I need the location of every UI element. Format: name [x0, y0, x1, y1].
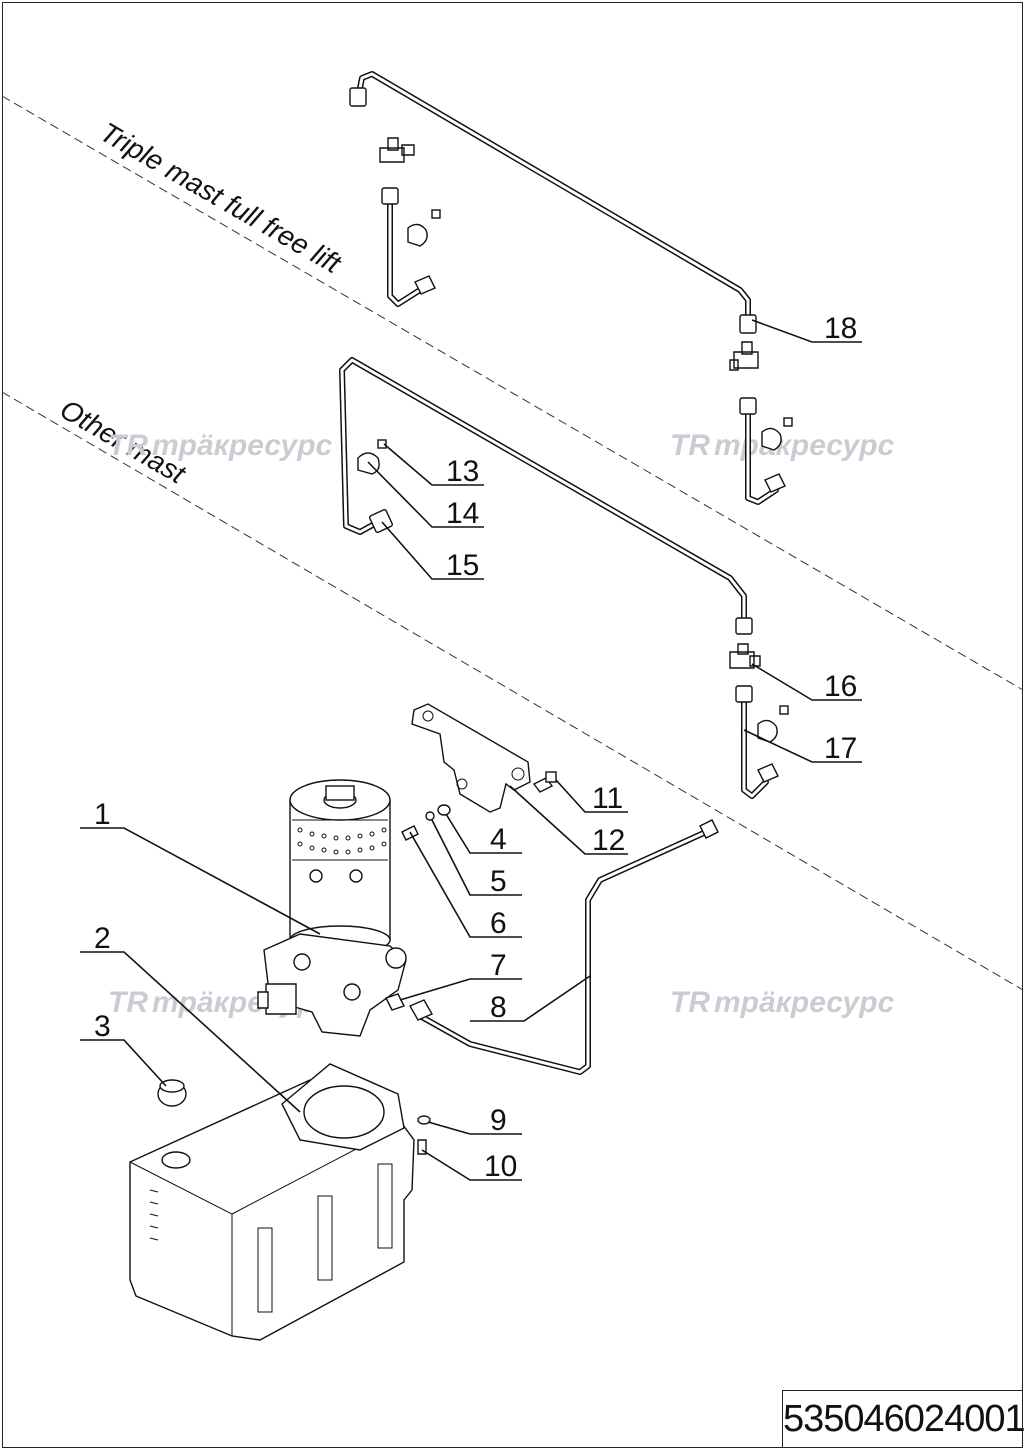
fitting	[385, 993, 405, 1011]
part-number-13: 13	[446, 455, 479, 488]
part-number-1: 1	[94, 798, 111, 831]
power-unit	[257, 779, 407, 1037]
part-number-7: 7	[490, 949, 507, 982]
part-number-6: 6	[490, 907, 507, 940]
part-number-16: 16	[824, 670, 857, 703]
part-number-11: 11	[592, 782, 623, 815]
tr-logo-icon: TR	[108, 429, 148, 462]
part-number-15: 15	[446, 549, 479, 582]
tr-logo-icon: TR	[108, 986, 148, 1019]
part-number-8: 8	[490, 991, 507, 1024]
part-number-17: 17	[824, 732, 857, 765]
hose	[417, 829, 709, 1075]
part-number-12: 12	[592, 824, 625, 857]
part-number-2: 2	[94, 922, 111, 955]
part-number-5: 5	[490, 865, 507, 898]
bracket	[411, 703, 531, 813]
drawing-code: 535046024001	[782, 1390, 1026, 1448]
breather-cap	[157, 1079, 187, 1107]
washer	[425, 811, 435, 821]
oil-tank	[129, 1063, 415, 1341]
zone-label-triple-mast: Triple mast full free lift	[95, 116, 347, 279]
watermark-text: трäкресурс	[714, 986, 895, 1019]
pipe-assembly-triple-mast	[349, 71, 793, 505]
part-number-3: 3	[94, 1010, 111, 1043]
watermark-text: трäкресурс	[152, 429, 333, 462]
part-number-18: 18	[824, 312, 857, 345]
zone-divider-lower	[1, 391, 1024, 991]
part-number-14: 14	[446, 497, 479, 530]
part-number-10: 10	[484, 1150, 517, 1183]
part-number-9: 9	[490, 1104, 507, 1137]
zone-divider-upper	[1, 95, 1024, 691]
watermark-left-top: TR трäкресурс	[108, 429, 333, 462]
part-number-4: 4	[490, 823, 507, 856]
part-number-labels: 1 2 3 4 5 6 7 8 9 10 11 12 13 14 15 16 1…	[94, 312, 857, 1183]
watermark-right-top: TR трäкресурс	[670, 429, 895, 462]
watermark-right-bottom: TR трäкресурс	[670, 986, 895, 1019]
leader-lines	[80, 319, 862, 1181]
pipe-assembly-other-mast	[339, 357, 789, 799]
tr-logo-icon: TR	[670, 986, 710, 1019]
watermark-text: трäкресурс	[714, 429, 895, 462]
tr-logo-icon: TR	[670, 429, 710, 462]
nut	[437, 804, 451, 816]
